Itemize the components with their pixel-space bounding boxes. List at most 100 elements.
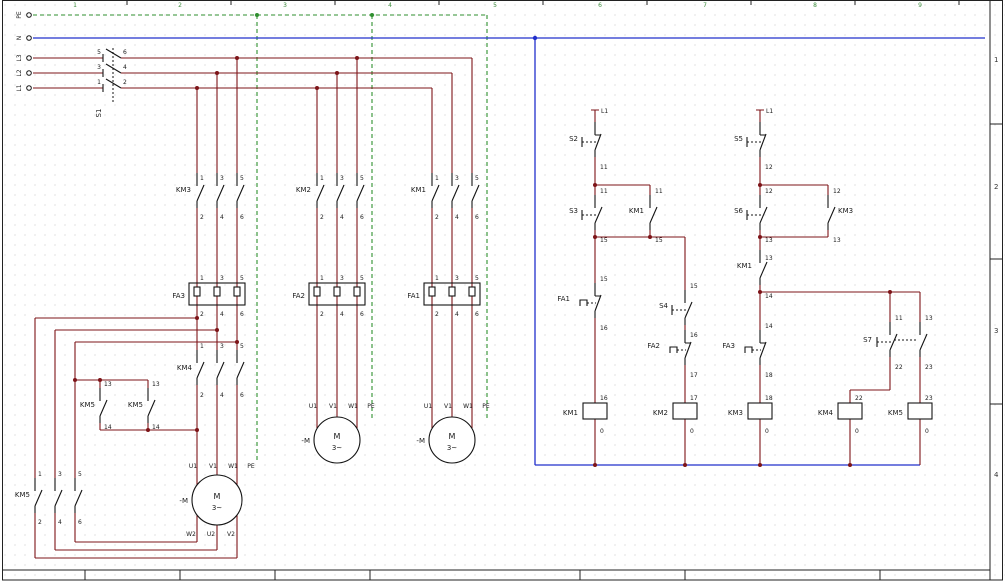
start-button-s6[interactable]: S6 12 13 bbox=[734, 188, 773, 244]
thermal-relay-fa2[interactable]: FA2 1 3 5 2 4 6 bbox=[292, 275, 366, 318]
component-label: FA1 bbox=[557, 295, 570, 303]
terminal-number: PE bbox=[367, 403, 375, 410]
terminal-number: 13 bbox=[765, 255, 773, 262]
terminal-number: 23 bbox=[925, 364, 933, 371]
coil-km1[interactable]: KM1 16 0 bbox=[563, 395, 608, 435]
km1-holding-contact[interactable]: KM1 11 15 bbox=[629, 188, 663, 244]
component-label: S5 bbox=[734, 135, 743, 143]
contactor-km3-main[interactable]: KM3 1 3 5 2 4 6 bbox=[176, 172, 245, 221]
terminal-number: 6 bbox=[475, 214, 479, 221]
km1-aux-contact[interactable]: KM1 13 14 bbox=[737, 249, 773, 300]
contactor-km5-main[interactable]: KM5 1 3 5 2 4 6 bbox=[15, 471, 83, 526]
disconnector-s1[interactable]: S1 1 2 3 4 5 6 bbox=[95, 48, 127, 117]
terminal-number: 0 bbox=[925, 428, 929, 435]
fa1-nc-contact[interactable]: FA1 15 16 bbox=[557, 276, 607, 332]
terminal-number: 13 bbox=[833, 237, 841, 244]
terminal-number: 4 bbox=[123, 64, 127, 71]
terminal-number: 23 bbox=[925, 395, 933, 402]
component-label: S2 bbox=[569, 135, 578, 143]
terminal-number: 16 bbox=[600, 325, 608, 332]
rail-label: L3 bbox=[16, 54, 23, 61]
fa2-nc-contact[interactable]: FA2 17 bbox=[647, 329, 698, 379]
terminal-number: 2 bbox=[38, 519, 42, 526]
terminal-number: 1 bbox=[320, 175, 324, 182]
motor-m3[interactable]: M 3~ -M U1 V1 W1 PE bbox=[416, 403, 490, 464]
contactor-km1-main[interactable]: KM1 1 3 5 2 4 6 bbox=[411, 172, 480, 221]
terminal-number: 13 bbox=[765, 237, 773, 244]
component-label: KM1 bbox=[629, 207, 644, 215]
terminal-number: 5 bbox=[360, 175, 364, 182]
component-label: KM4 bbox=[177, 364, 193, 372]
terminal-number: PE bbox=[482, 403, 490, 410]
terminal-number: 2 bbox=[200, 311, 204, 318]
terminal-number: U1 bbox=[424, 403, 432, 410]
component-label: S7 bbox=[863, 336, 872, 344]
terminal-number: 14 bbox=[765, 323, 773, 330]
stop-button-s5[interactable]: S5 L1 12 bbox=[734, 108, 773, 171]
terminal-number: 6 bbox=[123, 49, 127, 56]
component-label: KM2 bbox=[296, 186, 311, 194]
motor-m1[interactable]: M 3~ -M U1 V1 W1 PE W2 U2 V2 bbox=[179, 463, 254, 538]
rail-terminals: PE N L3 L2 L1 bbox=[16, 11, 32, 92]
terminal-number: 11 bbox=[655, 188, 663, 195]
terminal-number: 6 bbox=[78, 519, 82, 526]
terminal-number: 22 bbox=[895, 364, 903, 371]
thermal-relay-fa3[interactable]: FA3 1 3 5 2 4 6 bbox=[172, 275, 246, 318]
coil-km5[interactable]: KM5 23 0 bbox=[888, 395, 933, 435]
component-label: KM3 bbox=[176, 186, 191, 194]
terminal-number: 1 bbox=[97, 79, 101, 86]
component-label: KM1 bbox=[411, 186, 426, 194]
terminal-number: 1 bbox=[200, 343, 204, 350]
terminal-number: U2 bbox=[207, 531, 215, 538]
terminal-number: 13 bbox=[152, 381, 160, 388]
terminal-number: V1 bbox=[444, 403, 452, 410]
terminal-number: 22 bbox=[855, 395, 863, 402]
terminal-number: 3 bbox=[220, 175, 224, 182]
terminal-number: 5 bbox=[240, 343, 244, 350]
motor-m2[interactable]: M 3~ -M U1 V1 W1 PE bbox=[301, 403, 375, 464]
coil-km3[interactable]: KM3 18 0 bbox=[728, 395, 773, 435]
motor-letter: M bbox=[214, 492, 221, 501]
terminal-number: 6 bbox=[240, 214, 244, 221]
terminal-number: 5 bbox=[360, 275, 364, 282]
terminal-number: 5 bbox=[97, 49, 101, 56]
component-label: KM3 bbox=[728, 409, 743, 417]
terminal-number: 3 bbox=[455, 275, 459, 282]
terminal-number: 5 bbox=[475, 175, 479, 182]
terminal-number: 11 bbox=[600, 164, 608, 171]
km3-holding-contact[interactable]: KM3 12 13 bbox=[827, 188, 853, 244]
terminal-number: 6 bbox=[475, 311, 479, 318]
zone-label: 2 bbox=[178, 2, 182, 9]
terminal-number: 4 bbox=[340, 311, 344, 318]
terminal-number: 3 bbox=[58, 471, 62, 478]
zone-label: 5 bbox=[493, 2, 497, 9]
terminal-number: 2 bbox=[123, 79, 127, 86]
coil-km4[interactable]: KM4 22 0 bbox=[818, 395, 863, 435]
contactor-km2-main[interactable]: KM2 1 3 5 2 4 6 bbox=[296, 172, 365, 221]
terminal-number: 5 bbox=[78, 471, 82, 478]
km5-aux-contact-2[interactable]: KM5 13 14 bbox=[128, 381, 160, 431]
component-label: KM5 bbox=[888, 409, 903, 417]
terminal-number: 0 bbox=[765, 428, 769, 435]
start-button-s4[interactable]: S4 15 16 bbox=[659, 283, 698, 339]
main-wiring bbox=[33, 56, 473, 559]
zone-label: 9 bbox=[918, 2, 922, 9]
km5-aux-contact-1[interactable]: KM5 13 14 bbox=[80, 381, 112, 431]
terminal-number: 15 bbox=[655, 237, 663, 244]
terminal-number: 18 bbox=[765, 395, 773, 402]
terminal-number: 18 bbox=[765, 372, 773, 379]
motor-phase: 3~ bbox=[212, 504, 222, 512]
terminal-number: 6 bbox=[240, 392, 244, 399]
start-button-s3[interactable]: S3 11 15 bbox=[569, 188, 608, 244]
motor-letter: M bbox=[449, 432, 456, 441]
stop-button-s2[interactable]: S2 L1 11 bbox=[569, 108, 608, 171]
contactor-km4-main[interactable]: KM4 1 3 5 2 4 6 bbox=[177, 343, 245, 399]
fa3-nc-contact[interactable]: FA3 14 18 bbox=[722, 323, 772, 379]
coil-km2[interactable]: KM2 17 0 bbox=[653, 395, 698, 435]
component-label: S1 bbox=[95, 109, 103, 118]
terminal-number: 12 bbox=[765, 188, 773, 195]
button-s7[interactable]: S7 11 13 22 23 bbox=[863, 315, 933, 371]
terminal-number: 4 bbox=[220, 311, 224, 318]
thermal-relay-fa1[interactable]: FA1 1 3 5 2 4 6 bbox=[407, 275, 481, 318]
motor-phase: 3~ bbox=[447, 444, 457, 452]
